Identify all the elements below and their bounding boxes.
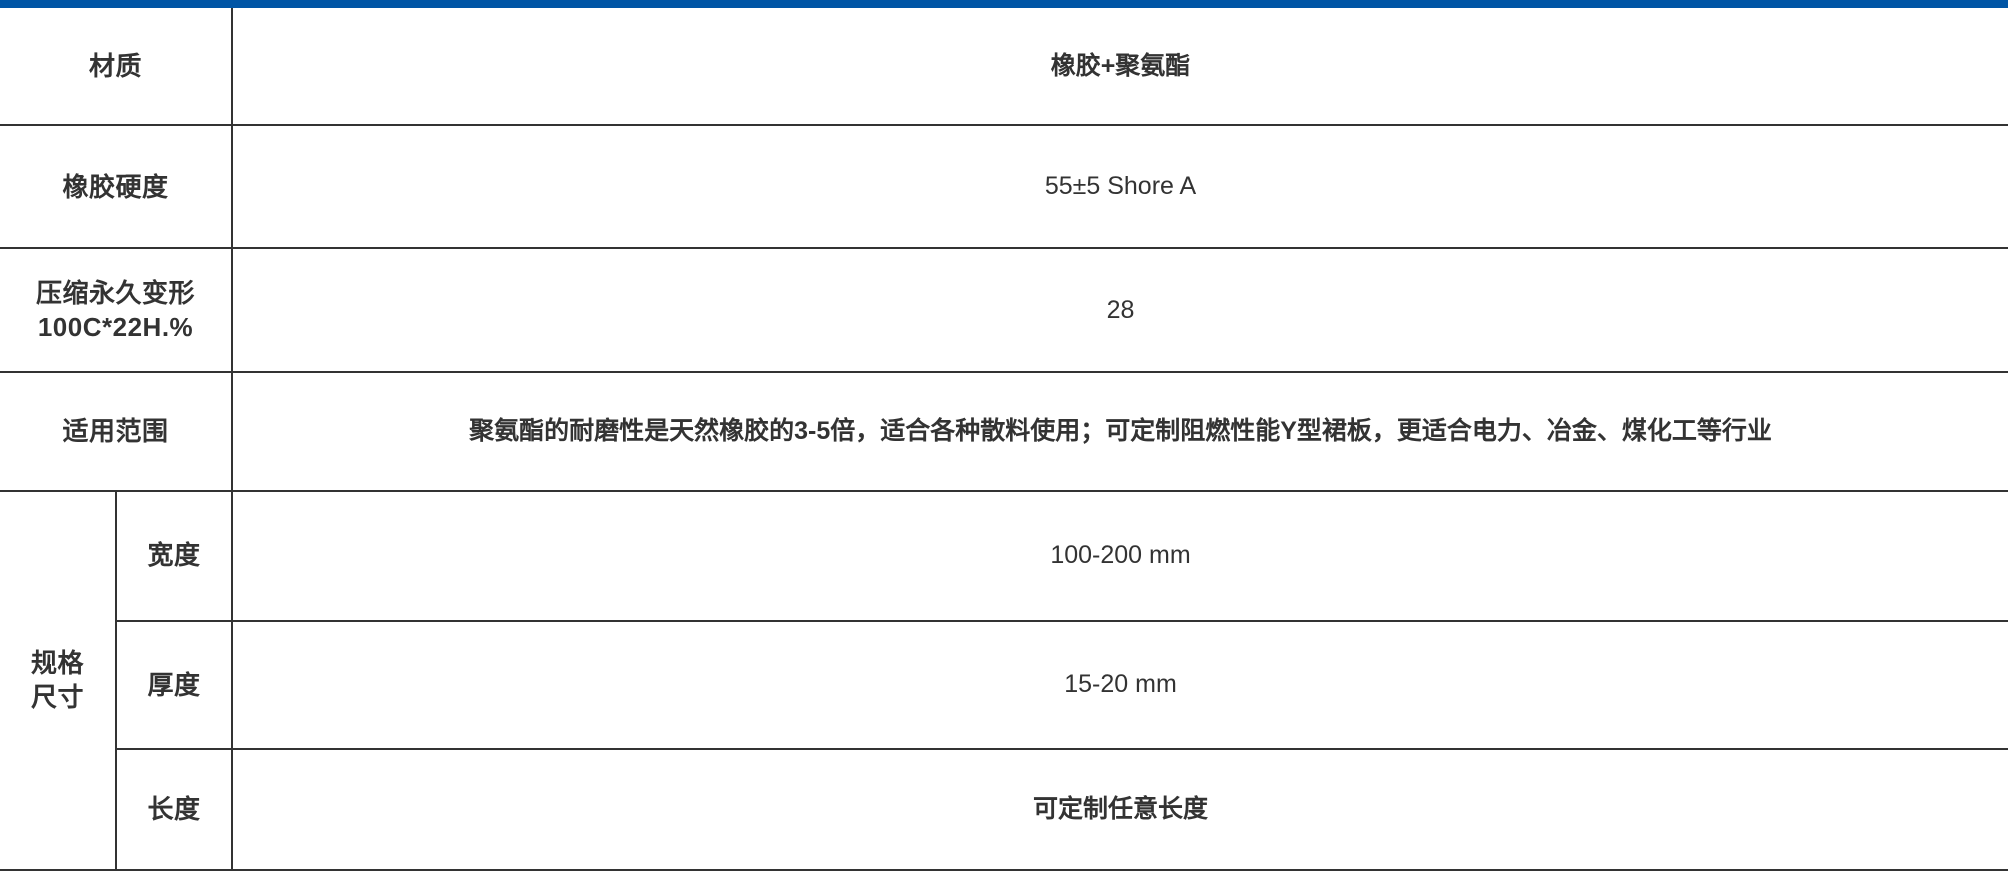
row-value-width: 100-200 mm — [231, 489, 2008, 622]
row-label-compression-set: 压缩永久变形 100C*22H.% — [0, 247, 234, 374]
row-label-application-scope: 适用范围 — [0, 371, 234, 492]
table-row: 长度 可定制任意长度 — [0, 747, 2008, 871]
table-row: 适用范围 聚氨酯的耐磨性是天然橡胶的3-5倍，适合各种散料使用；可定制阻燃性能Y… — [0, 371, 2008, 492]
row-value-thickness: 15-20 mm — [231, 619, 2008, 750]
row-label-rubber-hardness: 橡胶硬度 — [0, 124, 234, 250]
row-sublabel-thickness: 厚度 — [114, 619, 234, 750]
row-value-length: 可定制任意长度 — [231, 747, 2008, 871]
row-label-material: 材质 — [0, 8, 234, 127]
table-row: 材质 橡胶+聚氨酯 — [0, 8, 2008, 127]
row-sublabel-width: 宽度 — [114, 489, 234, 622]
row-value-application-scope: 聚氨酯的耐磨性是天然橡胶的3-5倍，适合各种散料使用；可定制阻燃性能Y型裙板，更… — [231, 371, 2008, 492]
row-label-specification-size: 规格 尺寸 — [0, 489, 117, 871]
top-accent-bar — [0, 0, 2008, 8]
row-value-compression-set: 28 — [231, 247, 2008, 374]
table-row: 厚度 15-20 mm — [0, 619, 2008, 750]
row-sublabel-length: 长度 — [114, 747, 234, 871]
row-value-rubber-hardness: 55±5 Shore A — [231, 124, 2008, 250]
row-value-material: 橡胶+聚氨酯 — [231, 8, 2008, 127]
product-spec-table: 材质 橡胶+聚氨酯 橡胶硬度 55±5 Shore A 压缩永久变形 100C*… — [0, 8, 2008, 871]
table-row: 橡胶硬度 55±5 Shore A — [0, 124, 2008, 250]
table-row: 压缩永久变形 100C*22H.% 28 — [0, 247, 2008, 374]
table-row: 规格 尺寸 宽度 100-200 mm — [0, 489, 2008, 871]
